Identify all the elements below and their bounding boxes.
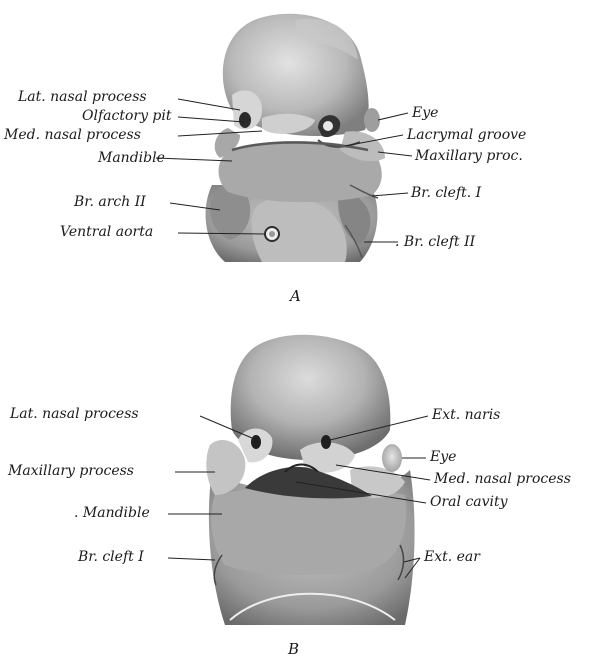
label-lacrymal-groove-a: Lacrymal groove xyxy=(407,127,526,143)
label-ext-naris-b: Ext. naris xyxy=(432,407,500,423)
label-eye-b: Eye xyxy=(430,449,456,465)
label-br-cleft-ii-a: . Br. cleft II xyxy=(395,234,475,250)
label-med-nasal-process-a: Med. nasal process xyxy=(4,127,141,143)
label-lat-nasal-process-b: Lat. nasal process xyxy=(10,406,139,422)
panel-letter-a: A xyxy=(290,287,301,305)
label-maxillary-process-b: Maxillary process xyxy=(8,463,134,479)
embryo-b-drawing xyxy=(206,335,414,625)
label-br-arch-ii-a: Br. arch II xyxy=(74,194,146,210)
mandible-b xyxy=(211,488,406,575)
olfactory-pit-left-a xyxy=(239,112,251,128)
label-mandible-a: Mandible xyxy=(98,150,165,166)
label-olfactory-pit-a: Olfactory pit xyxy=(82,108,172,124)
label-eye-a: Eye xyxy=(412,105,438,121)
label-br-cleft-i-a: Br. cleft. I xyxy=(411,185,481,201)
label-br-cleft-i-b: Br. cleft I xyxy=(78,549,144,565)
ext-naris-left-b xyxy=(251,435,261,449)
label-maxillary-proc-a: Maxillary proc. xyxy=(415,148,523,164)
eye-b xyxy=(382,444,402,472)
label-mandible-b: . Mandible xyxy=(74,505,150,521)
label-lat-nasal-process-a: Lat. nasal process xyxy=(18,89,147,105)
label-ventral-aorta-a: Ventral aorta xyxy=(60,224,153,240)
label-med-nasal-process-b: Med. nasal process xyxy=(434,471,571,487)
panel-letter-b: B xyxy=(288,640,299,658)
label-oral-cavity-b: Oral cavity xyxy=(430,494,508,510)
embryo-a-drawing xyxy=(206,14,385,262)
label-ext-ear-b: Ext. ear xyxy=(424,549,480,565)
eye-a xyxy=(364,108,380,132)
ext-naris-right-b xyxy=(321,435,331,449)
